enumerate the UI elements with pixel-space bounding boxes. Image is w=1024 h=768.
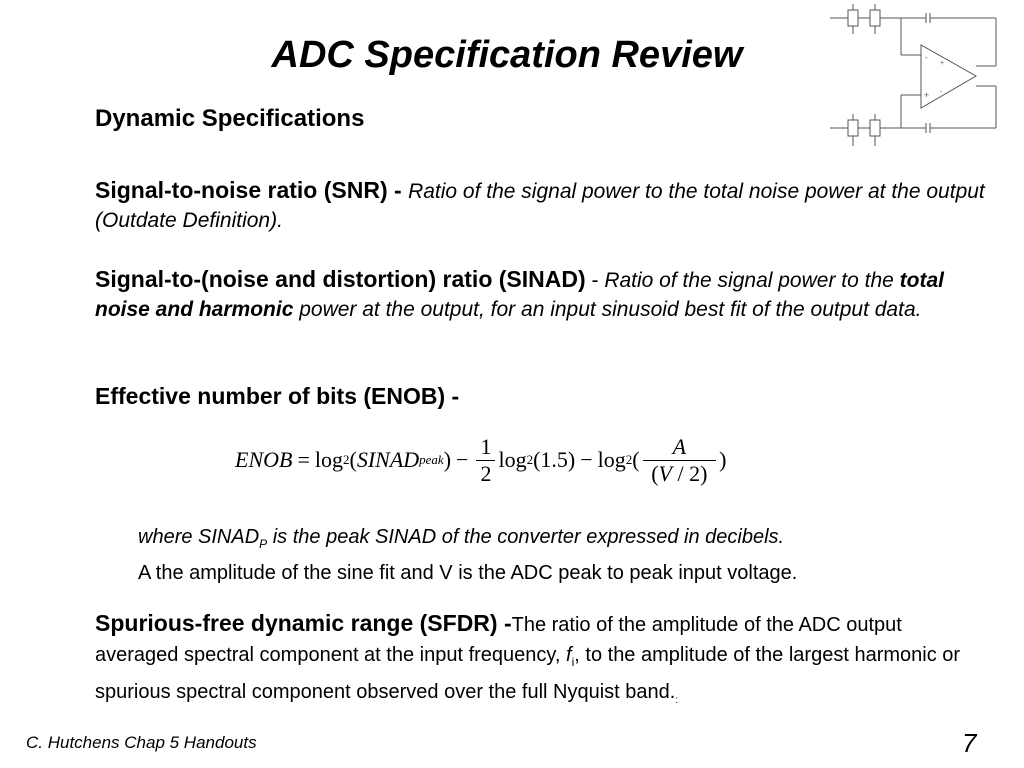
eq-arg-2: (1.5) — [533, 447, 576, 472]
where-line-1b: is the peak SINAD of the converter expre… — [267, 526, 785, 548]
sfdr-paragraph: Spurious-free dynamic range (SFDR) -The … — [95, 609, 985, 715]
sfdr-f: f — [566, 644, 572, 666]
eq-close-3: ) — [719, 447, 727, 472]
eq-frac2-den-rest: / 2) — [672, 460, 708, 486]
eq-frac1-num: 1 — [476, 434, 496, 461]
eq-log-3-base: 2 — [625, 452, 633, 467]
eq-minus-1: − — [456, 447, 469, 472]
section-subtitle: Dynamic Specifications — [95, 105, 365, 132]
where-line-1: where SINADP is the peak SINAD of the co… — [138, 523, 797, 559]
eq-frac2-num: A — [642, 434, 717, 461]
opamp-plus-label: + — [924, 90, 929, 100]
eq-sinad: SINAD — [356, 447, 420, 472]
sinad-description-bold: total noise and harmonic — [95, 269, 944, 321]
eq-close-1: ) — [443, 447, 452, 472]
eq-sinad-peak: peak — [419, 452, 444, 467]
snr-heading: Signal-to-noise ratio (SNR) - — [95, 177, 409, 203]
sfdr-heading: Spurious-free dynamic range (SFDR) - — [95, 610, 512, 636]
eq-log-1-base: 2 — [343, 452, 350, 467]
sinad-heading: Signal-to-(noise and distortion) ratio (… — [95, 266, 586, 292]
eq-log-3: log — [597, 447, 626, 472]
eq-frac2-den-v: V — [658, 460, 672, 486]
sinad-paragraph: Signal-to-(noise and distortion) ratio (… — [95, 265, 985, 324]
slide-title: ADC Specification Review — [271, 34, 743, 76]
opamp-out-plus-label: + — [940, 60, 944, 67]
eq-lhs: ENOB — [235, 447, 293, 472]
eq-open-1: ( — [349, 447, 357, 472]
opamp-out-minus-label: - — [940, 89, 943, 96]
where-line-1-sub: P — [259, 537, 268, 551]
sfdr-f-sub: i — [571, 655, 575, 670]
enob-heading: Effective number of bits (ENOB) - — [95, 383, 460, 409]
eq-frac2-den-open: ( — [651, 460, 659, 486]
where-line-1a: where SINAD — [138, 526, 260, 548]
eq-open-3: ( — [632, 447, 640, 472]
switched-capacitor-opamp-schematic-icon: - + + - — [830, 4, 997, 146]
eq-fraction-amplitude: A(V / 2) — [642, 434, 717, 487]
opamp-minus-label: - — [925, 53, 928, 62]
eq-frac2-den: (V / 2) — [647, 461, 711, 487]
eq-equals: = — [297, 447, 310, 472]
snr-description: Ratio of the signal power to the total n… — [95, 180, 985, 232]
eq-minus-2: − — [580, 447, 593, 472]
sinad-description-a: Ratio of the signal power to the — [604, 269, 900, 292]
sinad-dash: - — [585, 269, 605, 292]
snr-paragraph: Signal-to-noise ratio (SNR) - Ratio of t… — [95, 176, 985, 235]
where-note: where SINADP is the peak SINAD of the co… — [138, 523, 797, 588]
eq-frac1-den: 2 — [480, 460, 492, 486]
sinad-description-b: power at the output, for an input sinuso… — [293, 298, 922, 321]
sfdr-description-a: The ratio of the amplitude of the ADC ou… — [95, 614, 902, 666]
eq-log-2: log — [498, 447, 527, 472]
sfdr-description-b: , to the amplitude of the largest harmon… — [95, 644, 961, 704]
footer-text: C. Hutchens Chap 5 Handouts — [26, 733, 257, 752]
enob-paragraph: Effective number of bits (ENOB) - — [95, 382, 985, 412]
eq-log-1: log — [314, 447, 343, 472]
where-line-2: A the amplitude of the sine fit and V is… — [138, 562, 798, 584]
sfdr-end-mark: : — [675, 695, 679, 707]
page-number: 7 — [962, 728, 977, 758]
eq-log-2-base: 2 — [526, 452, 534, 467]
